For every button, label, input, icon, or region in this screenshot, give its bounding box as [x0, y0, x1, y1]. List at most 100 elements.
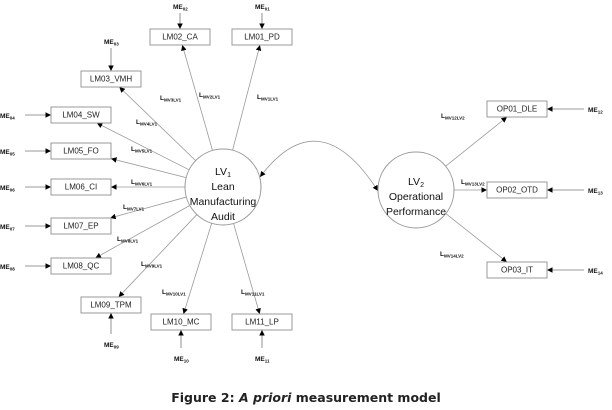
indicator-label: LM04_SW	[62, 111, 100, 120]
loading-arrow-lm02	[181, 44, 213, 151]
indicator-box-lm07: LM07_EP	[50, 217, 112, 235]
indicator-rect	[486, 181, 548, 199]
indicator-box-lm05: LM05_FO	[50, 142, 112, 160]
indicator-label: LM08_QC	[63, 262, 100, 271]
measurement-error-label: ME09	[104, 342, 119, 350]
indicator-rect	[80, 70, 142, 88]
measurement-error-label: ME14	[588, 268, 603, 276]
indicator-label: LM06_CI	[65, 183, 97, 192]
loading-label: LMV3LV1	[160, 95, 182, 103]
indicator-label: LM10_MC	[163, 318, 200, 327]
indicator-label: OP03_IT	[501, 266, 533, 275]
latent-name-line: Performance	[386, 206, 446, 218]
measurement-error-label: ME06	[0, 185, 15, 193]
indicator-box-lm04: LM04_SW	[50, 106, 112, 124]
measurement-error-label: ME11	[255, 356, 270, 364]
loading-label: LMV7LV1	[123, 204, 145, 212]
indicator-label: LM03_VMH	[90, 75, 132, 84]
loading-label: LMV14LV2	[440, 251, 464, 259]
loading-label: LMV2LV1	[199, 92, 221, 100]
indicator-label: LM07_EP	[63, 222, 98, 231]
measurement-error-label: ME03	[104, 39, 119, 47]
loading-label: LMV11LV1	[241, 289, 265, 297]
correlation-arc	[259, 140, 379, 192]
loading-label: LMV12LV2	[441, 113, 465, 121]
latent-name-line: Lean	[211, 181, 235, 193]
measurement-error-label: ME02	[173, 4, 188, 12]
latent-name-line: Manufacturing	[190, 196, 257, 208]
loading-arrow-lm10	[182, 223, 213, 315]
indicator-rect	[149, 28, 211, 46]
caption-suffix: measurement model	[295, 390, 441, 405]
loading-arrow-op03	[445, 213, 508, 263]
indicator-box-lm08: LM08_QC	[50, 257, 112, 275]
indicator-box-lm02: LM02_CA	[149, 28, 211, 46]
loading-label: LMV5LV1	[131, 146, 153, 154]
indicator-rect	[50, 217, 112, 235]
caption-italic: A priori	[238, 390, 292, 405]
loading-label: LMV9LV1	[141, 261, 163, 269]
edges-layer	[25, 13, 584, 348]
indicator-box-op01: OP01_DLE	[486, 100, 548, 118]
measurement-error-label: ME12	[588, 107, 603, 115]
latent-id: LV2	[408, 176, 424, 189]
latent-name-line: Operational	[389, 191, 443, 203]
indicator-rect	[486, 261, 548, 279]
figure-caption: Figure 2: A priori measurement model	[0, 390, 612, 405]
indicator-label: OP01_DLE	[497, 105, 537, 114]
measurement-error-label: ME04	[0, 113, 15, 121]
indicator-box-lm11: LM11_LP	[231, 313, 293, 331]
indicator-rect	[50, 178, 112, 196]
indicator-box-op03: OP03_IT	[486, 261, 548, 279]
loading-arrow-lm03	[119, 86, 196, 161]
indicator-box-lm06: LM06_CI	[50, 178, 112, 196]
loading-arrow-lm05	[110, 157, 187, 179]
indicator-box-op02: OP02_OTD	[486, 181, 548, 199]
indicator-label: LM05_FO	[63, 147, 99, 156]
indicator-rect	[80, 296, 142, 314]
indicator-rect	[150, 313, 212, 331]
indicator-label: OP02_OTD	[496, 186, 538, 195]
indicator-rect	[486, 100, 548, 118]
measurement-error-label: ME07	[0, 224, 15, 232]
measurement-error-label: ME01	[255, 4, 270, 12]
measurement-error-label: ME05	[0, 149, 15, 157]
loading-label: LMV4LV1	[136, 119, 158, 127]
latent-circle	[377, 151, 455, 229]
indicator-box-lm01: LM01_PD	[231, 28, 293, 46]
loading-label: LMV10LV1	[162, 289, 186, 297]
loading-label: LMV6LV1	[131, 179, 153, 187]
loading-arrow-lm04	[96, 122, 190, 171]
indicator-rect	[231, 28, 293, 46]
latent-name-line: Audit	[211, 211, 235, 223]
indicator-label: LM11_LP	[245, 318, 279, 327]
indicator-rect	[50, 257, 112, 275]
loading-arrow-lm07	[110, 196, 187, 220]
indicator-box-lm09: LM09_TPM	[80, 296, 142, 314]
loading-arrow-lm08	[95, 205, 190, 259]
indicator-label: LM02_CA	[162, 33, 198, 42]
measurement-error-label: ME13	[588, 188, 603, 196]
indicator-rect	[231, 313, 293, 331]
indicator-label: LM09_TPM	[90, 301, 132, 310]
indicator-rect	[50, 142, 112, 160]
loading-arrow-lm01	[232, 44, 262, 151]
loading-label: LMV1LV1	[257, 94, 279, 102]
measurement-error-label: ME10	[174, 356, 189, 364]
loading-arrow-op01	[445, 116, 508, 167]
measurement-error-label: ME08	[0, 264, 15, 272]
latent-circle	[184, 148, 262, 226]
loading-label: LMV8LV1	[117, 236, 139, 244]
indicator-box-lm03: LM03_VMH	[80, 70, 142, 88]
indicator-label: LM01_PD	[244, 33, 280, 42]
loading-arrow-lm11	[233, 223, 261, 315]
caption-prefix: Figure 2:	[171, 390, 235, 405]
latent-id: LV1	[215, 166, 231, 179]
nodes-layer: LM01_PD LM02_CA LM03_VMH LM04_SW LM05_FO LM06…	[50, 28, 548, 331]
loading-arrow-lm09	[118, 214, 198, 298]
indicator-rect	[50, 106, 112, 124]
loading-label: LMV13LV2	[461, 179, 485, 187]
